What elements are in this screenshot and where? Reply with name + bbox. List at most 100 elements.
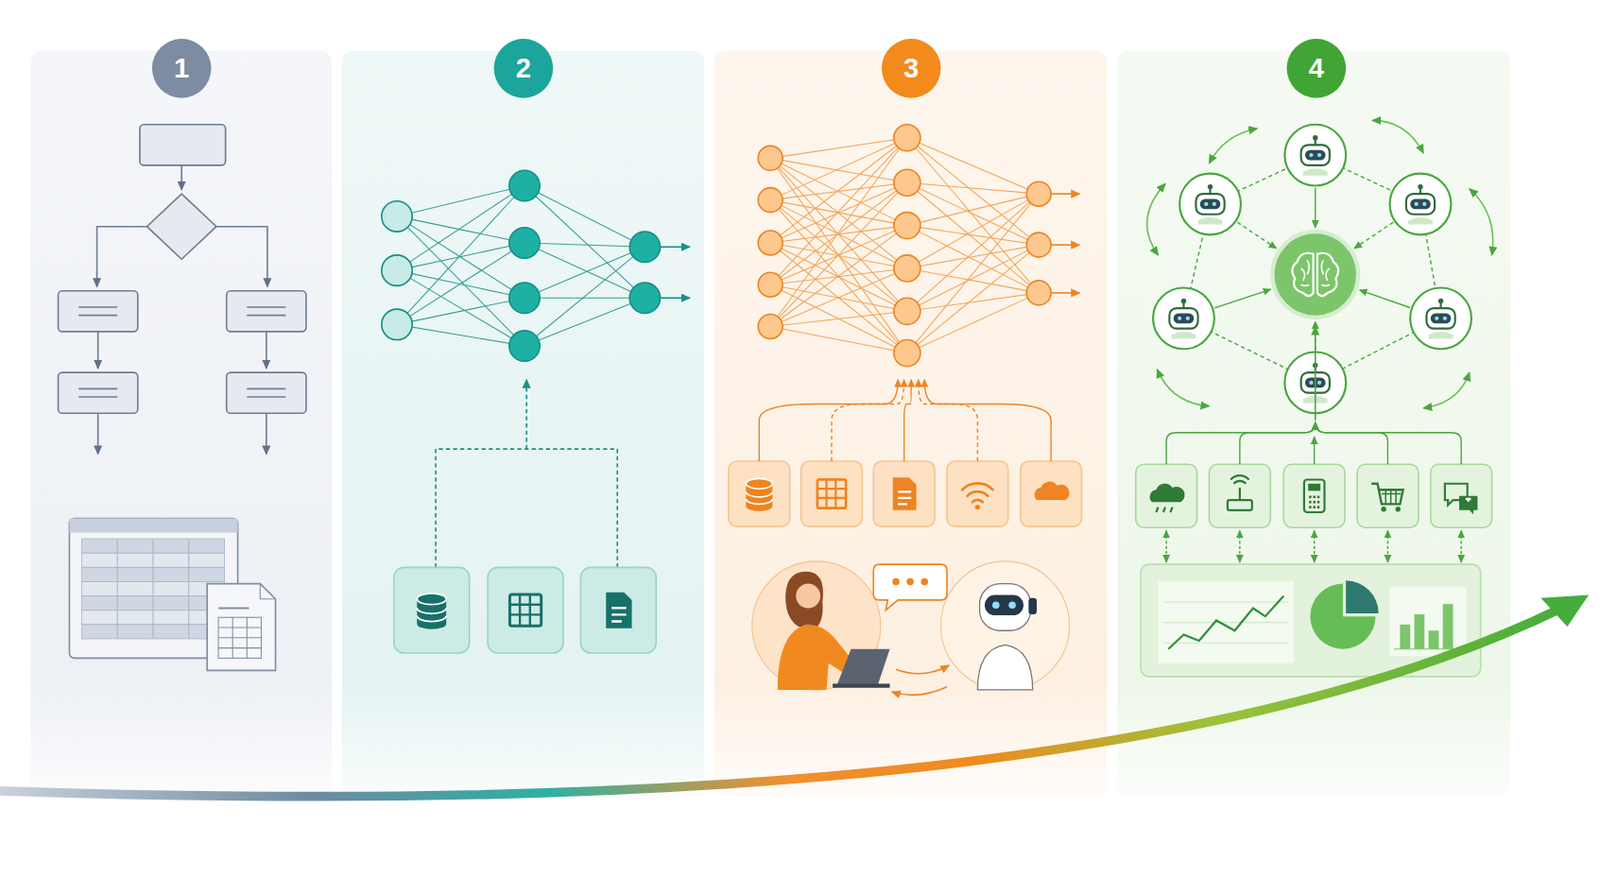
output-arrow: [1050, 292, 1080, 294]
data-source-box: [394, 567, 470, 654]
neuron: [894, 124, 921, 152]
neuron: [509, 282, 540, 313]
grid-line: [1163, 601, 1289, 603]
data-source-box: [946, 461, 1009, 527]
robot-head: [1426, 298, 1455, 340]
doc-icon: [605, 592, 632, 629]
exchange-arrow: [1165, 530, 1167, 562]
network-link: [396, 186, 525, 326]
text-line: [78, 395, 118, 398]
feed-line: [924, 379, 1051, 462]
pie-chart: [1309, 580, 1378, 649]
agent-link: [1214, 289, 1271, 309]
neuron: [757, 145, 783, 171]
network-link: [907, 268, 1039, 293]
router-icon: [1227, 475, 1253, 511]
connector-line: [265, 331, 268, 369]
neuron: [894, 340, 921, 367]
feed-line: [1313, 436, 1315, 465]
network-link: [770, 137, 908, 243]
network-link: [524, 246, 645, 298]
feed-line: [904, 379, 912, 462]
network-link: [396, 186, 525, 272]
connector-line: [97, 331, 100, 369]
network-link: [524, 186, 645, 299]
neuron: [757, 188, 783, 213]
neuron: [1026, 181, 1051, 207]
network-link: [396, 216, 525, 346]
exchange-arrow: [1238, 530, 1240, 562]
cloud-icon: [1034, 481, 1070, 500]
connector-line: [265, 412, 268, 454]
network-link: [770, 326, 908, 354]
neuron: [894, 255, 921, 282]
progression-arrow: [0, 608, 1562, 797]
exchange-arrow: [892, 687, 947, 696]
process-box: [58, 372, 138, 413]
connector-line: [97, 226, 148, 288]
agent-link: [1314, 188, 1316, 228]
agent-circle: [1390, 173, 1452, 236]
rain-icon: [1150, 483, 1186, 513]
cycle-arrow: [1208, 128, 1257, 164]
network-link: [770, 284, 908, 353]
data-source-box: [487, 567, 564, 654]
robot-head: [1169, 298, 1198, 340]
output-arrow: [1050, 192, 1080, 195]
network-link: [396, 242, 525, 271]
callout-number: 2: [516, 54, 532, 83]
network-link: [907, 137, 1039, 245]
neuron: [757, 230, 783, 256]
stage-panel: [30, 51, 332, 796]
text-line: [78, 388, 118, 391]
network-link: [907, 193, 1039, 311]
doc-icon: [893, 477, 917, 511]
stage-number-circle: 4: [1287, 38, 1347, 99]
feed-line: [758, 379, 898, 462]
network-link: [770, 182, 908, 285]
brain-hub: [1272, 231, 1359, 318]
trend-line: [1168, 596, 1284, 650]
network-link: [396, 216, 525, 243]
grid-icon: [509, 594, 541, 626]
agent-circle: [1410, 287, 1472, 349]
data-source-box: [1357, 464, 1419, 528]
network-link: [770, 137, 908, 159]
output-arrow: [660, 245, 690, 248]
network-link: [524, 297, 645, 299]
network-link: [770, 157, 908, 311]
feed-line: [1315, 422, 1389, 465]
agent-circle: [1152, 287, 1215, 349]
data-source-box: [801, 461, 863, 527]
exchange-arrow: [1313, 530, 1315, 562]
feed-line: [1315, 422, 1462, 465]
bar: [1413, 614, 1425, 650]
network-link: [770, 157, 908, 183]
bar: [1428, 630, 1440, 649]
grid-icon: [817, 479, 846, 508]
agent-panel: [1135, 120, 1494, 676]
network-link: [396, 324, 525, 346]
network-link: [770, 200, 908, 354]
callout-number: 1: [173, 54, 190, 83]
connector-line: [180, 165, 183, 190]
cycle-arrow: [1469, 189, 1494, 256]
cart-icon: [1371, 483, 1403, 513]
dashed-bracket: [435, 448, 618, 568]
stage-number-circle: 2: [494, 38, 554, 99]
stage-panel: [714, 51, 1108, 796]
db-icon: [416, 593, 447, 630]
network-link: [907, 137, 1039, 194]
network-link: [907, 244, 1039, 311]
agent-link: [1359, 290, 1411, 309]
cycle-arrow: [1423, 372, 1470, 409]
ml-panel: [381, 170, 690, 654]
network-link: [907, 244, 1039, 353]
bar: [1399, 624, 1411, 650]
network-link: [770, 310, 908, 327]
bar: [1443, 603, 1454, 650]
robot-head: [1195, 184, 1224, 225]
network-link: [396, 242, 525, 325]
exchange-arrow: [1387, 530, 1389, 562]
